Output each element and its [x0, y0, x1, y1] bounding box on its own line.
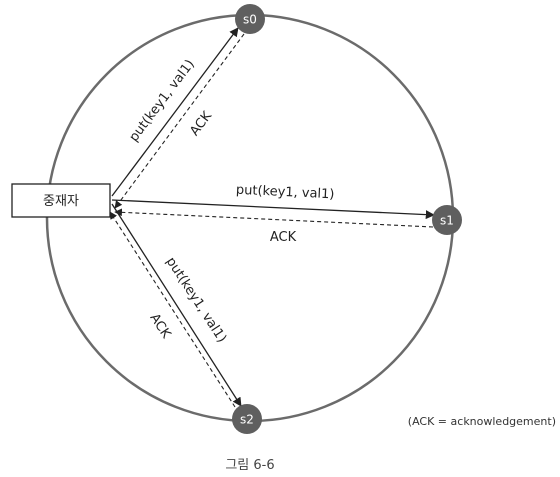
coordinator-box	[11, 183, 111, 218]
request-arrow-s1	[111, 199, 435, 220]
ack-label-s0: ACK	[187, 109, 215, 139]
ack-arrow-s2	[109, 211, 236, 408]
request-label-s0: put(key1, val1)	[127, 57, 198, 145]
ack-legend-note: (ACK = acknowledgement)	[408, 415, 556, 428]
ack-label-s2: ACK	[146, 311, 173, 342]
coordinator-label: 중재자	[43, 194, 79, 209]
node-s2-label: s2	[240, 413, 254, 427]
node-s1-label: s1	[440, 214, 454, 228]
request-arrow-s2	[111, 203, 242, 407]
request-arrow-s0	[111, 27, 239, 197]
node-s2: s2	[232, 404, 262, 434]
request-label-s1: put(key1, val1)	[236, 183, 335, 203]
ack-arrow-s0	[114, 33, 245, 209]
node-s2-circle	[232, 404, 262, 434]
figure-caption: 그림 6-6	[225, 458, 274, 473]
node-s0: s0	[235, 4, 265, 34]
coordinator-node: 중재자	[11, 183, 111, 218]
node-s1: s1	[432, 205, 462, 235]
node-s0-circle	[235, 4, 265, 34]
ack-label-s1: ACK	[270, 230, 297, 245]
node-s0-label: s0	[243, 13, 257, 27]
ack-arrow-s1	[114, 208, 434, 228]
node-s1-circle	[432, 205, 462, 235]
